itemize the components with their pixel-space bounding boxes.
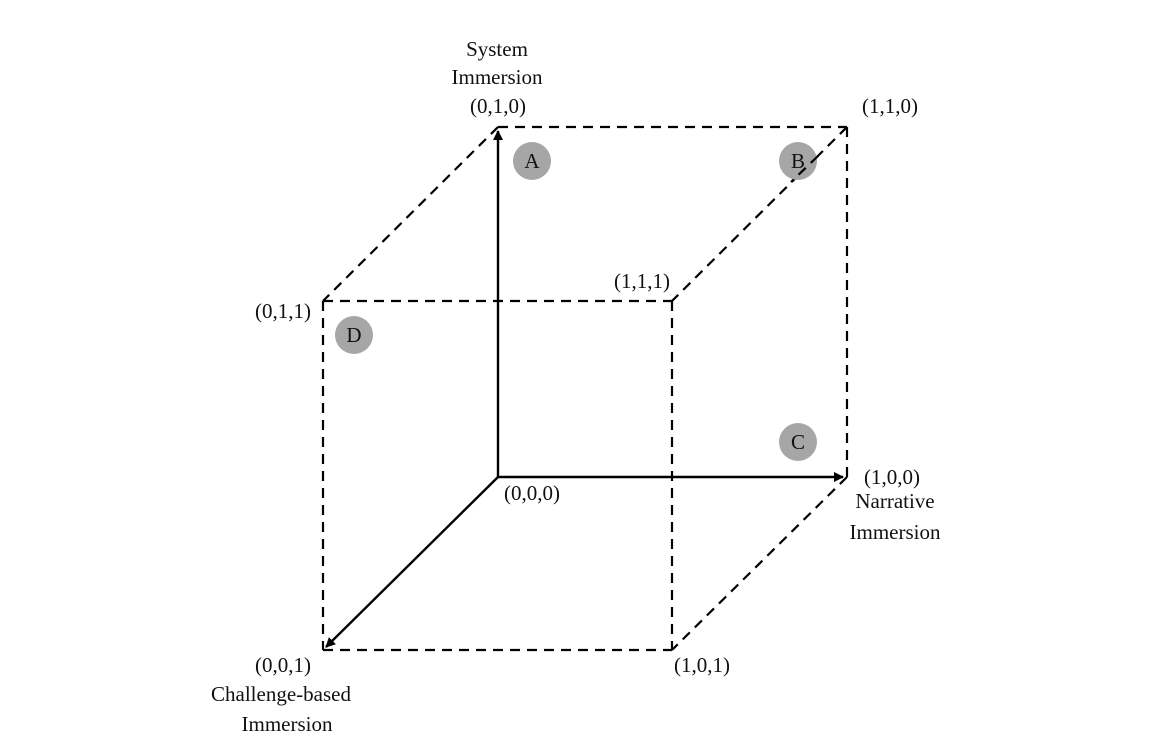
vertex-label-010: (0,1,0) bbox=[470, 94, 526, 118]
challenge-axis-label-line1: Challenge-based bbox=[211, 682, 351, 706]
system-axis-label-line1: System bbox=[466, 37, 528, 61]
axes bbox=[325, 130, 844, 648]
marker-b-circle bbox=[779, 142, 817, 180]
system-axis-label-line2: Immersion bbox=[452, 65, 543, 89]
edge-diag-over-b bbox=[790, 155, 819, 183]
marker-d: D bbox=[335, 316, 373, 354]
challenge-axis-label-line2: Immersion bbox=[242, 712, 333, 736]
vertex-label-011: (0,1,1) bbox=[255, 299, 311, 323]
marker-b-label: B bbox=[791, 149, 805, 173]
marker-c-label: C bbox=[791, 430, 805, 454]
vertex-label-110: (1,1,0) bbox=[862, 94, 918, 118]
marker-a-label: A bbox=[524, 149, 540, 173]
marker-b: B bbox=[779, 142, 819, 183]
vertex-label-000: (0,0,0) bbox=[504, 481, 560, 505]
vertex-label-100: (1,0,0) bbox=[864, 465, 920, 489]
vertex-label-001: (0,0,1) bbox=[255, 653, 311, 677]
edge-diag-top-left bbox=[322, 126, 499, 302]
marker-a-circle bbox=[513, 142, 551, 180]
edge-diag-top-right bbox=[671, 126, 848, 302]
vertex-label-111: (1,1,1) bbox=[614, 269, 670, 293]
marker-c-circle bbox=[779, 423, 817, 461]
vertex-label-101: (1,0,1) bbox=[674, 653, 730, 677]
marker-d-circle bbox=[335, 316, 373, 354]
marker-c: C bbox=[779, 423, 817, 461]
edge-diag-bottom-right bbox=[671, 476, 848, 651]
marker-a: A bbox=[513, 142, 551, 180]
challenge-immersion-axis bbox=[325, 476, 499, 648]
cube-edges bbox=[321, 125, 849, 652]
narrative-axis-label-line1: Narrative bbox=[855, 489, 934, 513]
marker-d-label: D bbox=[346, 323, 361, 347]
narrative-axis-label-line2: Immersion bbox=[850, 520, 941, 544]
